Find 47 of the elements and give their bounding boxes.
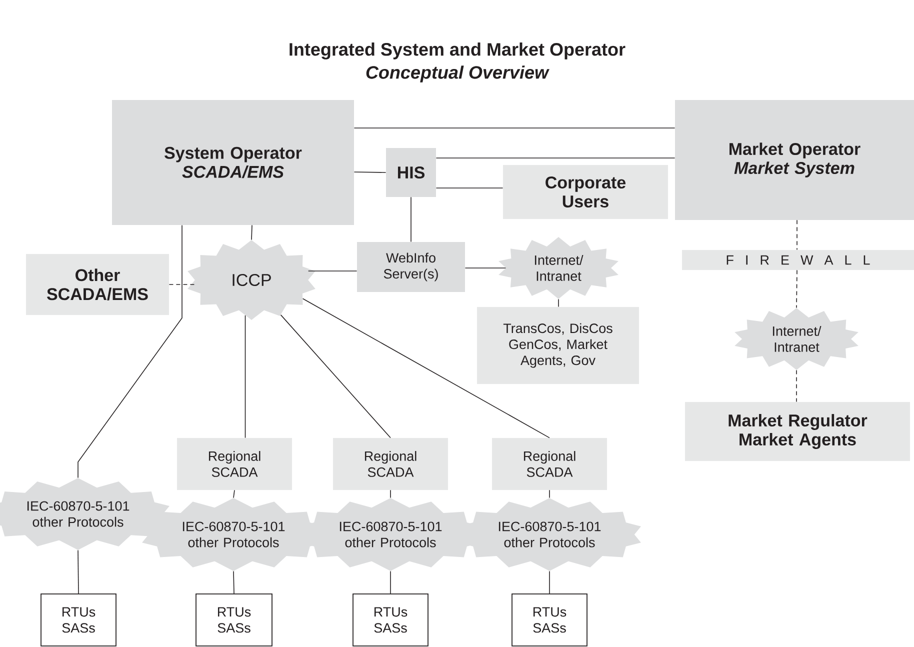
process-box: Regional SCADA (333, 438, 448, 490)
node-label: IEC-60870-5-101 other Protocols (182, 522, 285, 548)
process-box: Regional SCADA (177, 438, 292, 490)
process-box: Corporate Users (503, 165, 668, 219)
starburst-node: IEC-60870-5-101 other Protocols (0, 478, 170, 550)
firewall-band: F I R E W A L L (682, 250, 914, 270)
title: Integrated System and Market Operator (290, 42, 626, 60)
connector-line (549, 490, 550, 498)
connector-line (308, 270, 358, 272)
connector-line (302, 298, 550, 438)
device-box: RTUs SASs (512, 594, 588, 646)
starburst-node: IEC-60870-5-101 other Protocols (142, 498, 325, 571)
process-box: Regional SCADA (492, 438, 607, 490)
system-box: System Operator SCADA/EMS (112, 100, 354, 225)
connector-line (354, 172, 386, 173)
connector-line (390, 570, 391, 594)
connector-line (78, 224, 182, 478)
connector-line (796, 370, 797, 402)
connector-line (244, 315, 246, 438)
starburst-node: Internet/ Intranet (498, 236, 618, 299)
connector-line (410, 196, 412, 242)
process-box: Market Regulator Market Agents (685, 402, 910, 461)
starburst-node: IEC-60870-5-101 other Protocols (299, 498, 482, 571)
connector-line (233, 490, 235, 498)
connector-line (796, 220, 798, 250)
starburst-node: ICCP (188, 240, 316, 320)
process-box: WebInfo Server(s) (357, 242, 465, 292)
connector-line (280, 314, 391, 438)
starburst-node: IEC-60870-5-101 other Protocols (458, 498, 641, 571)
subtitle: Conceptual Overview (366, 66, 550, 82)
connector-line (168, 284, 196, 285)
starburst-node: Internet/ Intranet (734, 308, 858, 370)
device-box: RTUs SASs (40, 594, 116, 646)
device-box: RTUs SASs (196, 594, 272, 646)
device-box: RTUs SASs (352, 594, 428, 646)
connector-line (78, 550, 79, 594)
node-label: IEC-60870-5-101 other Protocols (27, 501, 130, 527)
connector-line (251, 224, 252, 240)
system-box: HIS (386, 148, 436, 197)
process-box: Other SCADA/EMS (26, 254, 169, 315)
connector-line (796, 270, 798, 308)
connector-line (390, 490, 391, 498)
connector-line (233, 570, 234, 594)
connector-line (549, 570, 550, 594)
connector-line (558, 298, 559, 308)
system-box: Market Operator Market System (675, 100, 914, 220)
process-box: TransCos, DisCos GenCos, Market Agents, Gov (477, 307, 639, 384)
